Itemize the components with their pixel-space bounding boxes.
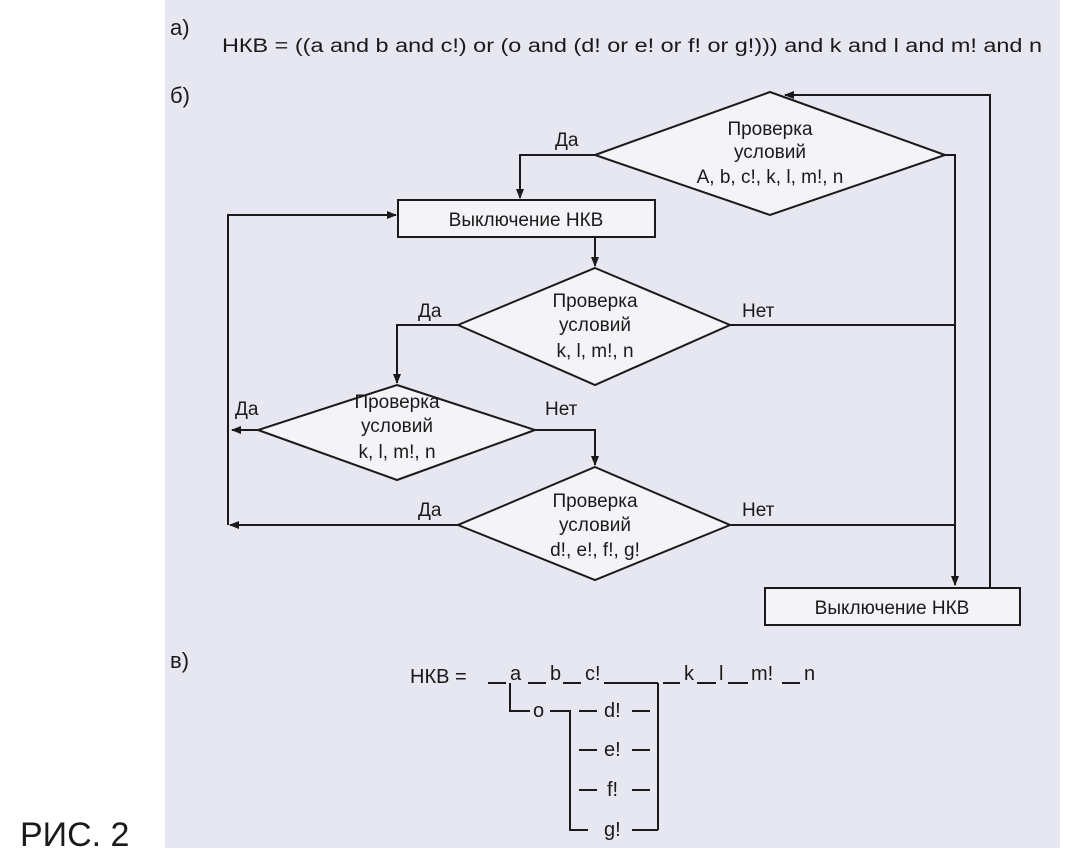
no-label: Нет [545, 399, 578, 420]
decision-text: k, l, m!, n [556, 341, 633, 362]
yes-label: Да [235, 399, 259, 420]
decision-text: k, l, m!, n [358, 442, 435, 463]
figure-caption: РИС. 2 [20, 816, 129, 854]
yes-label: Да [418, 301, 442, 322]
decision-text: условий [734, 142, 806, 163]
decision-text: d!, e!, f!, g! [550, 540, 640, 561]
yes-label: Да [555, 130, 579, 151]
no-label: Нет [742, 500, 775, 521]
ladder-contact: e! [604, 739, 621, 761]
ladder-contact: c! [585, 663, 601, 685]
formula-a: НКВ = ((a and b and c!) or (o and (d! or… [222, 36, 1042, 57]
box-bottom: Выключение НКВ [764, 587, 1021, 626]
box-text: Выключение НКВ [815, 598, 970, 619]
ladder-contact: d! [604, 700, 621, 722]
decision-text: условий [361, 416, 433, 437]
ladder-contact: a [510, 663, 522, 685]
decision-2: Проверка условий k, l, m!, n [455, 266, 733, 387]
box-main: Выключение НКВ [397, 199, 656, 238]
label-b: б) [170, 83, 190, 108]
decision-text: Проверка [552, 291, 638, 312]
decision-text: Проверка [354, 392, 440, 413]
decision-text: условий [559, 315, 631, 336]
box-text: Выключение НКВ [449, 210, 604, 231]
decision-text: Проверка [552, 491, 638, 512]
decision-top: Проверка условий A, b, c!, k, l, m!, n [591, 90, 949, 217]
decision-text: Проверка [727, 119, 813, 140]
ladder-diagram: НКВ = a b c! k l m! n o d! [410, 663, 815, 841]
ladder-contact: l [719, 663, 723, 685]
no-label: Нет [742, 301, 775, 322]
ladder-contact: g! [604, 819, 621, 841]
yes-label: Да [418, 500, 442, 521]
label-a: а) [170, 15, 190, 40]
ladder-contact: m! [751, 663, 773, 685]
decision-text: A, b, c!, k, l, m!, n [697, 167, 844, 188]
connectors [227, 91, 991, 590]
label-c: в) [170, 648, 189, 673]
ladder-lhs: НКВ = [410, 666, 467, 688]
ladder-contact: o [533, 700, 544, 722]
ladder-contact: b [550, 663, 561, 685]
ladder-contact: f! [607, 779, 618, 801]
ladder-contact: k [684, 663, 695, 685]
decision-text: условий [559, 515, 631, 536]
decision-4: Проверка условий d!, e!, f!, g! [455, 465, 733, 582]
ladder-contact: n [804, 663, 815, 685]
decision-3: Проверка условий k, l, m!, n [254, 383, 539, 482]
